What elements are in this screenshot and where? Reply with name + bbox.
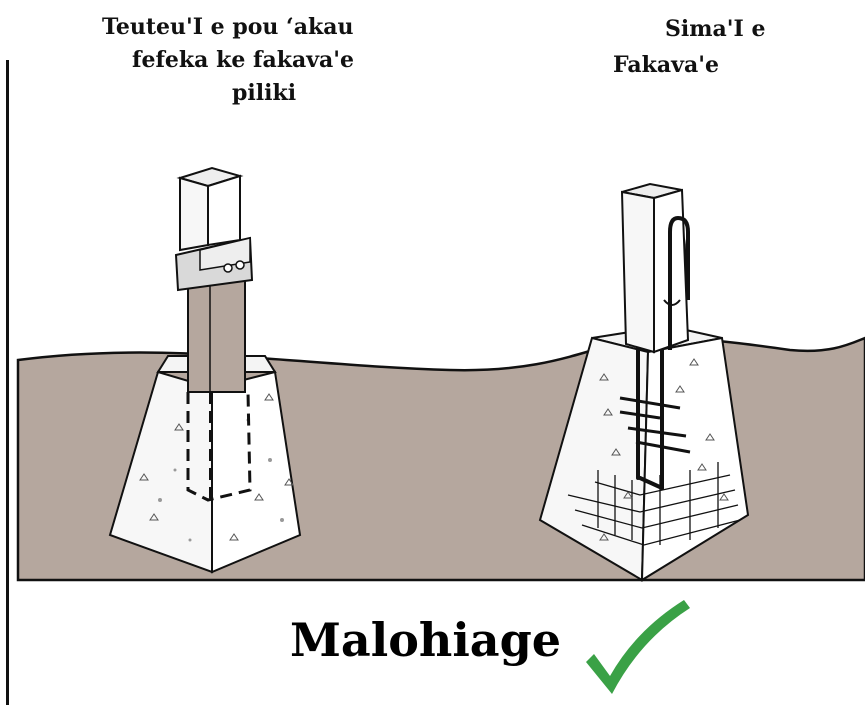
left-footing xyxy=(108,166,302,574)
left-caption-line-2: fefeka ke fakava'e xyxy=(132,47,354,73)
wooden-post xyxy=(187,270,246,393)
checkmark-icon xyxy=(586,600,690,694)
answer-label: Malohiage xyxy=(290,613,562,667)
right-caption-line-2: Fakava'e xyxy=(613,52,719,78)
left-caption-line-1: Teuteu'I e pou ‘akau xyxy=(102,14,354,40)
right-caption-line-1: Sima'I e xyxy=(665,16,766,42)
rebar-grid xyxy=(567,462,741,546)
right-footing xyxy=(538,182,750,582)
page-border-line xyxy=(6,60,9,705)
embedded-post-outline xyxy=(186,391,252,502)
left-caption-line-3: piliki xyxy=(232,80,297,106)
